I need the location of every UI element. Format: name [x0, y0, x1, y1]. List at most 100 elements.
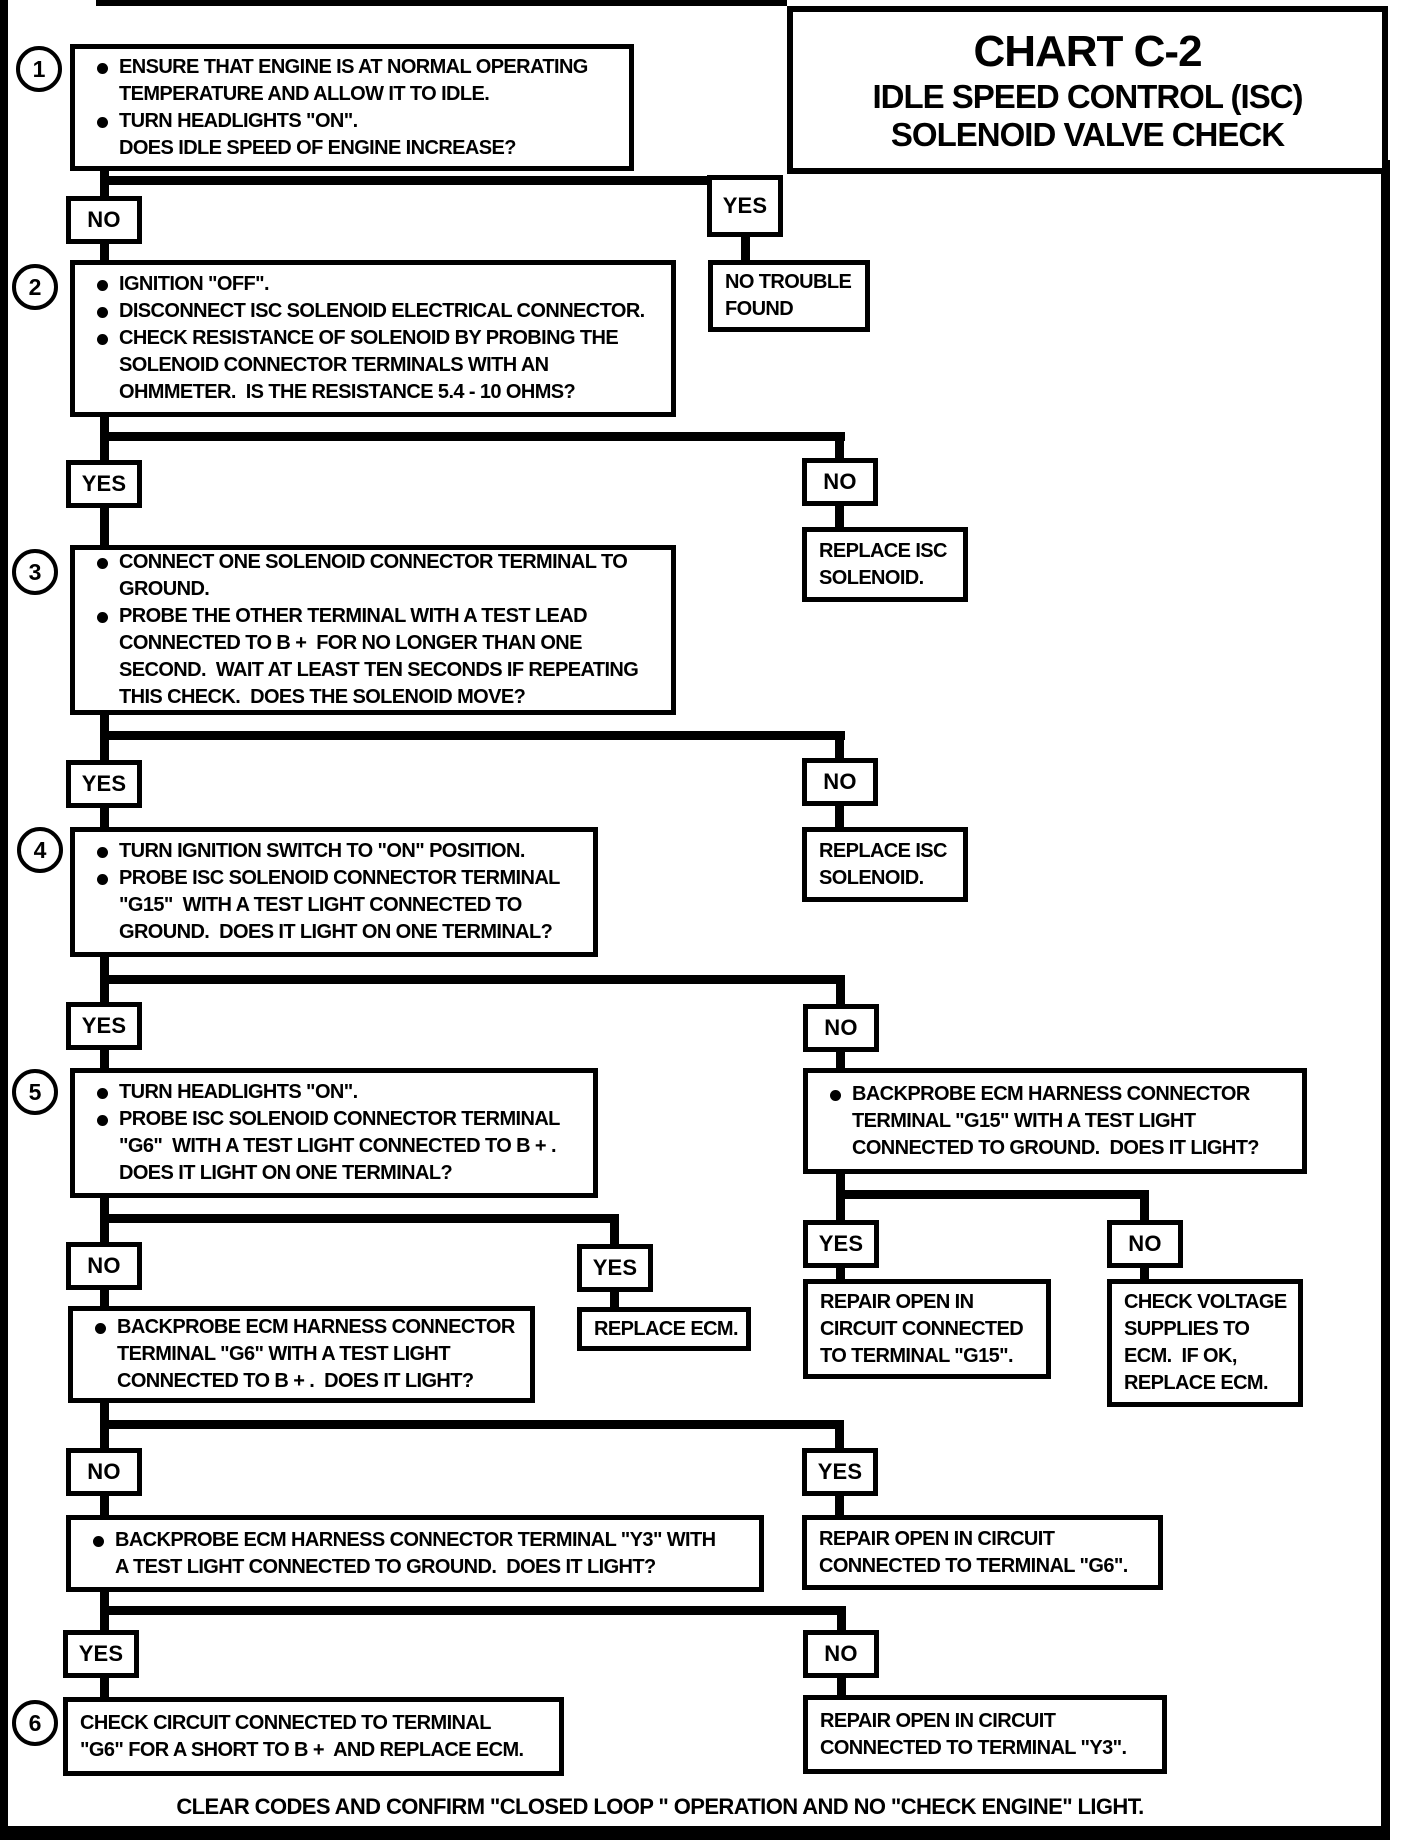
connector-line — [835, 1420, 844, 1448]
connector-line — [100, 975, 845, 984]
text-line: REPLACE ECM. — [1124, 1372, 1269, 1394]
bullet-item: TURN HEADLIGHTS "ON". — [85, 1079, 583, 1106]
connector-line — [100, 1678, 109, 1697]
chart-subtitle-2: SOLENOID VALVE CHECK — [890, 116, 1285, 153]
bullet-column — [85, 271, 119, 298]
text-line: GROUND. DOES IT LIGHT ON ONE TERMINAL? — [119, 921, 553, 943]
text-line: CIRCUIT CONNECTED — [820, 1317, 1024, 1340]
bullet-icon — [96, 847, 108, 858]
bullet-item: ENSURE THAT ENGINE IS AT NORMAL OPERATIN… — [85, 54, 619, 108]
item-text: BACKPROBE ECM HARNESS CONNECTOR TERMINAL… — [115, 1527, 716, 1581]
bullet-column — [85, 838, 119, 865]
connector-line — [835, 432, 844, 462]
bullet-icon — [96, 558, 108, 569]
connector-line — [1140, 1190, 1149, 1220]
text-line: ECM. IF OK, — [1124, 1345, 1237, 1367]
step-number-1: 1 — [16, 46, 62, 92]
decision-no-step2: NO — [802, 458, 878, 506]
text-line: ENSURE THAT ENGINE IS AT NORMAL OPERATIN… — [119, 55, 588, 78]
page-border-top — [96, 0, 787, 6]
item-text: CHECK RESISTANCE OF SOLENOID BY PROBING … — [119, 325, 619, 406]
item-text: TURN HEADLIGHTS "ON". — [119, 1079, 358, 1106]
bullet-column — [85, 298, 119, 325]
text-line: A TEST LIGHT CONNECTED TO GROUND. DOES I… — [115, 1555, 656, 1578]
text-line: DOES IDLE SPEED OF ENGINE INCREASE? — [119, 136, 516, 159]
decision-yes-step4: YES — [66, 1002, 142, 1050]
bullet-icon — [829, 1089, 841, 1101]
text-line: CONNECT ONE SOLENOID CONNECTOR TERMINAL … — [119, 551, 628, 573]
title-box: CHART C-2 IDLE SPEED CONTROL (ISC) SOLEN… — [787, 6, 1388, 174]
text-line: GROUND. — [119, 578, 210, 600]
connector-line — [100, 244, 109, 260]
connector-line — [100, 1420, 840, 1429]
decision-no-step1: NO — [66, 196, 142, 244]
text-line: NO TROUBLE — [725, 271, 852, 293]
text-line: TURN HEADLIGHTS "ON". — [119, 1081, 358, 1103]
text-line: REPAIR OPEN IN — [820, 1290, 974, 1313]
text-line: FOUND — [725, 298, 794, 320]
text-line: PROBE ISC SOLENOID CONNECTOR TERMINAL — [119, 867, 560, 889]
bullet-column — [818, 1081, 852, 1162]
connector-line — [835, 806, 844, 827]
bullet-column — [83, 1314, 117, 1395]
bullet-item: DISCONNECT ISC SOLENOID ELECTRICAL CONNE… — [85, 298, 661, 325]
connector-line — [610, 1292, 619, 1307]
text-line: CHECK CIRCUIT CONNECTED TO TERMINAL — [80, 1711, 491, 1734]
text-line: CHECK RESISTANCE OF SOLENOID BY PROBING … — [119, 327, 619, 349]
decision-yes-step3: YES — [66, 760, 142, 808]
bullet-icon — [96, 1088, 108, 1099]
step-number-2: 2 — [12, 264, 58, 310]
page-border-right — [1381, 160, 1390, 1840]
text-line: "G6" WITH A TEST LIGHT CONNECTED TO B + … — [119, 1135, 557, 1157]
text-line: CONNECTED TO B + FOR NO LONGER THAN ONE — [119, 632, 582, 654]
bullet-item: BACKPROBE ECM HARNESS CONNECTOR TERMINAL… — [81, 1527, 749, 1581]
item-text: IGNITION "OFF". — [119, 271, 270, 298]
text-line: REPAIR OPEN IN CIRCUIT — [819, 1527, 1055, 1550]
flow-step-5: TURN HEADLIGHTS "ON". PROBE ISC SOLENOID … — [70, 1068, 598, 1198]
item-text: CONNECT ONE SOLENOID CONNECTOR TERMINAL … — [119, 549, 628, 603]
connector-line — [835, 731, 844, 758]
bullet-icon — [94, 1323, 106, 1334]
connector-line — [100, 1290, 109, 1306]
text-line: TERMINAL "G15" WITH A TEST LIGHT — [852, 1109, 1196, 1132]
bullet-column — [85, 603, 119, 711]
bullet-item: PROBE ISC SOLENOID CONNECTOR TERMINAL"G6… — [85, 1106, 583, 1187]
bullet-icon — [96, 612, 108, 623]
text-line: REPLACE ISC — [819, 839, 947, 862]
connector-line — [100, 808, 109, 827]
text-line: "G6" FOR A SHORT TO B + AND REPLACE ECM. — [80, 1738, 524, 1761]
bullet-column — [81, 1527, 115, 1581]
flow-step-6: CHECK CIRCUIT CONNECTED TO TERMINAL "G6" … — [63, 1697, 564, 1776]
connector-line — [100, 1050, 109, 1068]
bullet-item: PROBE ISC SOLENOID CONNECTOR TERMINAL "G1… — [85, 865, 583, 946]
bullet-item: PROBE THE OTHER TERMINAL WITH A TEST LEA… — [85, 603, 661, 711]
item-text: PROBE THE OTHER TERMINAL WITH A TEST LEA… — [119, 603, 639, 711]
text-line: CONNECTED TO TERMINAL "Y3". — [820, 1736, 1127, 1759]
connector-line — [100, 1214, 615, 1223]
decision-yes-step1: YES — [707, 175, 783, 237]
text-line: DOES IT LIGHT ON ONE TERMINAL? — [119, 1162, 453, 1184]
text-line: BACKPROBE ECM HARNESS CONNECTOR — [117, 1316, 515, 1338]
step-number-5: 5 — [12, 1069, 58, 1115]
text-line: PROBE THE OTHER TERMINAL WITH A TEST LEA… — [119, 605, 588, 627]
connector-line — [836, 1190, 1146, 1199]
step-number-6: 6 — [12, 1700, 58, 1746]
connector-line — [100, 176, 707, 185]
connector-line — [836, 975, 845, 1004]
text-line: CHECK VOLTAGE — [1124, 1291, 1287, 1313]
connector-line — [837, 1606, 846, 1630]
decision-yes-backprobe-g6: YES — [802, 1448, 878, 1496]
bullet-icon — [96, 280, 108, 291]
connector-line — [836, 1052, 845, 1068]
bullet-column — [85, 54, 119, 108]
text-line: OHMMETER. IS THE RESISTANCE 5.4 - 10 OHM… — [119, 381, 576, 403]
bullet-item: TURN IGNITION SWITCH TO "ON" POSITION. — [85, 838, 583, 865]
bullet-column — [85, 1079, 119, 1106]
text-line: "G15" WITH A TEST LIGHT CONNECTED TO — [119, 894, 522, 916]
bullet-icon — [96, 1115, 108, 1126]
